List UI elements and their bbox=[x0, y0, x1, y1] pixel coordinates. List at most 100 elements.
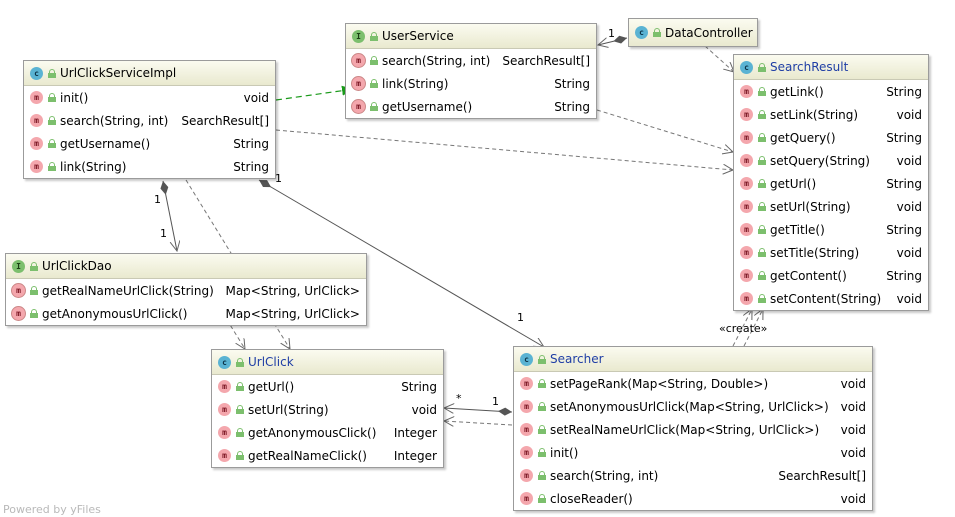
method-icon: m bbox=[740, 223, 753, 236]
method-icon: m bbox=[30, 114, 43, 127]
method-name: getUrl() bbox=[248, 379, 295, 394]
method-name: getUrl() bbox=[770, 176, 817, 191]
method-type: SearchResult[] bbox=[778, 468, 866, 483]
method-row[interactable]: m getUsername() String bbox=[346, 95, 596, 118]
edge-userservice-searchresult bbox=[596, 109, 733, 152]
class-icon: c bbox=[520, 352, 533, 366]
node-header: I UserService bbox=[346, 24, 596, 49]
method-icon: m bbox=[218, 426, 231, 439]
method-row[interactable]: m getAnonymousClick() Integer bbox=[212, 421, 443, 444]
node-header: c Searcher bbox=[514, 347, 872, 372]
method-name: getLink() bbox=[770, 84, 824, 99]
method-row[interactable]: m getLink() String bbox=[734, 80, 928, 103]
edge-impl-searcher bbox=[258, 179, 544, 347]
method-type: String bbox=[886, 130, 922, 145]
node-header: c UrlClick bbox=[212, 350, 443, 375]
method-name: getUsername() bbox=[382, 99, 473, 114]
method-type: void bbox=[243, 90, 269, 105]
interface-icon: I bbox=[12, 259, 25, 273]
public-lock-icon bbox=[758, 271, 766, 280]
abstract-method-icon: m bbox=[12, 284, 25, 297]
method-name: search(String, int) bbox=[550, 468, 659, 483]
method-icon: m bbox=[740, 85, 753, 98]
method-name: getAnonymousClick() bbox=[248, 425, 377, 440]
method-name: getQuery() bbox=[770, 130, 836, 145]
method-icon: m bbox=[520, 377, 533, 390]
public-lock-icon bbox=[538, 354, 546, 364]
method-icon: m bbox=[520, 492, 533, 505]
node-header: c SearchResult bbox=[734, 55, 928, 80]
method-icon: m bbox=[30, 137, 43, 150]
method-type: Integer bbox=[393, 425, 437, 440]
method-type: String bbox=[886, 84, 922, 99]
public-lock-icon bbox=[236, 428, 244, 437]
method-type: SearchResult[] bbox=[502, 53, 590, 68]
method-icon: m bbox=[520, 423, 533, 436]
watermark: Powered by yFiles bbox=[3, 503, 101, 516]
method-name: getUsername() bbox=[60, 136, 151, 151]
method-icon: m bbox=[520, 446, 533, 459]
public-lock-icon bbox=[758, 202, 766, 211]
method-type: void bbox=[840, 376, 866, 391]
method-row[interactable]: m getUrl() String bbox=[212, 375, 443, 398]
method-type: String bbox=[233, 159, 269, 174]
method-name: link(String) bbox=[382, 76, 449, 91]
method-name: getContent() bbox=[770, 268, 847, 283]
create-stereotype-label: «create» bbox=[719, 322, 768, 335]
abstract-method-icon: m bbox=[352, 100, 365, 113]
edge-datacontroller-searchresult bbox=[704, 45, 734, 72]
method-icon: m bbox=[740, 131, 753, 144]
method-icon: m bbox=[740, 246, 753, 259]
method-type: String bbox=[401, 379, 437, 394]
public-lock-icon bbox=[538, 448, 546, 457]
node-datacontroller[interactable]: c DataController bbox=[628, 18, 758, 47]
method-row[interactable]: m getUsername() String bbox=[24, 132, 275, 155]
class-icon: c bbox=[740, 60, 753, 74]
method-type: String bbox=[233, 136, 269, 151]
multiplicity-label: * bbox=[456, 392, 462, 405]
method-type: String bbox=[886, 222, 922, 237]
multiplicity-label: 1 bbox=[492, 395, 499, 408]
method-type: void bbox=[896, 153, 922, 168]
method-name: setQuery(String) bbox=[770, 153, 870, 168]
class-name: DataController bbox=[665, 25, 753, 40]
public-lock-icon bbox=[370, 102, 378, 111]
abstract-method-icon: m bbox=[352, 77, 365, 90]
method-name: setTitle(String) bbox=[770, 245, 860, 260]
method-row[interactable]: m getQuery() String bbox=[734, 126, 928, 149]
multiplicity-label: 1 bbox=[517, 311, 524, 324]
public-lock-icon bbox=[236, 357, 244, 367]
method-icon: m bbox=[218, 380, 231, 393]
method-type: String bbox=[554, 99, 590, 114]
edge-impl-urlclickdao bbox=[163, 180, 177, 251]
